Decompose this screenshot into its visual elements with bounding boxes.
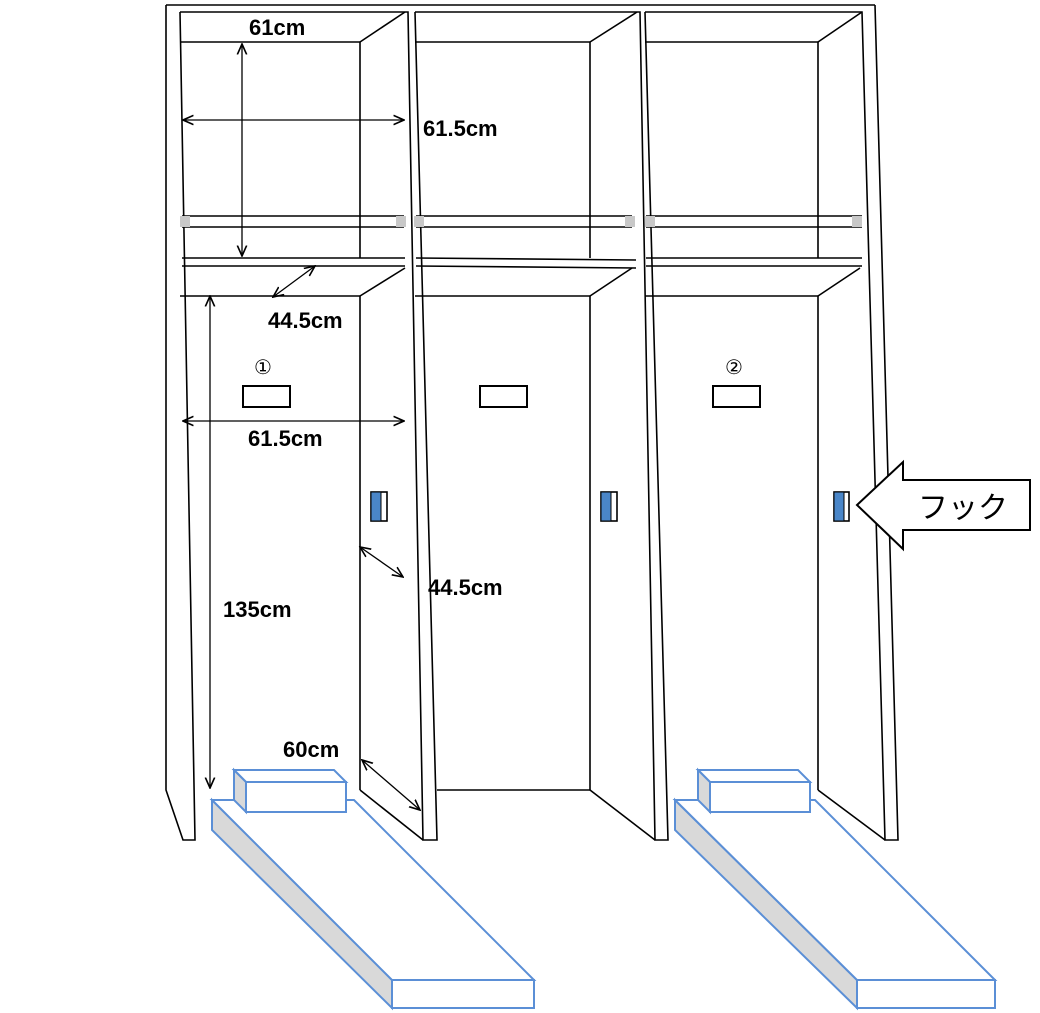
upper-compartment-1 — [180, 11, 406, 258]
hook-callout: フック — [855, 459, 1031, 552]
hook-3 — [833, 491, 850, 522]
lower-compartment-2 — [415, 267, 656, 841]
rod-end — [180, 216, 190, 227]
bed-2 — [672, 767, 998, 1011]
dim-shelf-depth: 44.5cm — [268, 308, 343, 333]
lower-compartment-3 — [645, 267, 886, 841]
pillow-2 — [695, 767, 813, 815]
rod-end — [396, 216, 406, 227]
name-plate — [242, 385, 291, 408]
cabinet-frame — [165, 4, 899, 841]
dim-bottom: 60cm — [283, 737, 339, 762]
middle-shelf — [182, 257, 862, 269]
dim-upper-width: 61.5cm — [423, 116, 498, 141]
unit-marker-1: ① — [254, 355, 272, 379]
rod-end — [625, 216, 635, 227]
unit-marker-2: ② — [725, 355, 743, 379]
hook-2 — [600, 491, 618, 522]
dim-top-width: 61cm — [249, 15, 305, 40]
hook-label: フック — [918, 491, 1008, 526]
bed-1 — [209, 767, 537, 1011]
rod-end — [645, 216, 655, 227]
dim-side-depth: 44.5cm — [428, 575, 503, 600]
upper-compartment-3 — [645, 11, 863, 258]
hook-1 — [370, 491, 388, 522]
dim-height: 135cm — [223, 597, 292, 622]
pillow-1 — [231, 767, 349, 815]
name-plate — [712, 385, 761, 408]
hanging-rods — [180, 215, 862, 228]
name-plate — [479, 385, 528, 408]
rod-end — [852, 216, 862, 227]
rod-end — [414, 216, 424, 227]
upper-compartment-2 — [415, 11, 638, 258]
dim-inner-width: 61.5cm — [248, 426, 323, 451]
dimension-lines — [183, 44, 420, 810]
